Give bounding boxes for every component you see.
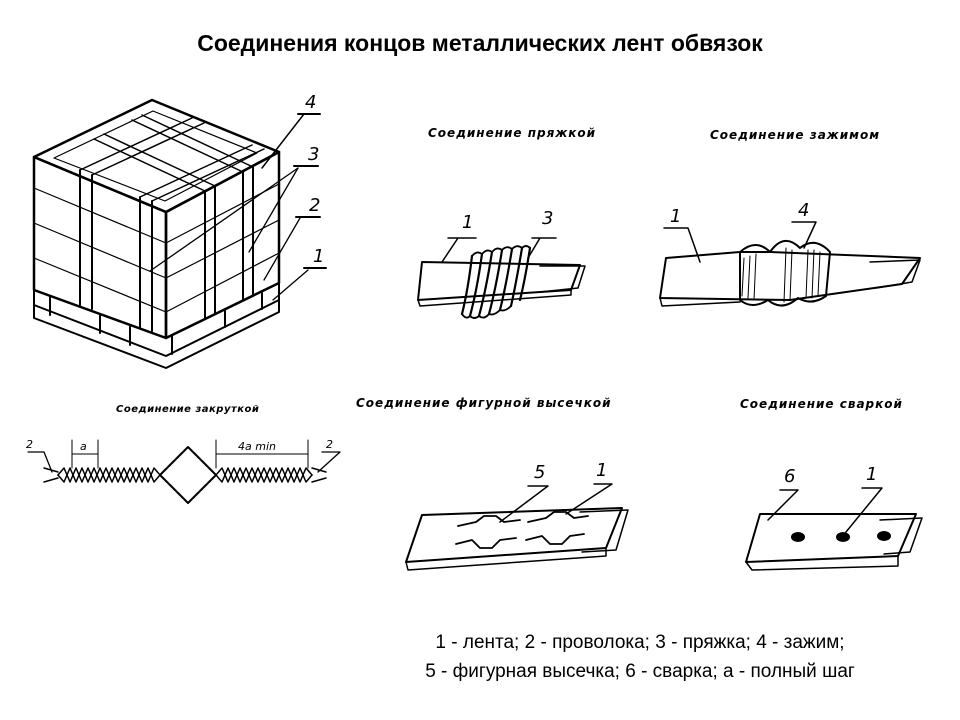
twist-label-a: а <box>80 440 87 453</box>
legend-line-2: 5 - фигурная высечка; 6 - сварка; а - по… <box>425 661 855 682</box>
caption-clamp: Соединение зажимом <box>710 128 881 142</box>
twist-label-2-left: 2 <box>26 438 33 451</box>
pallet-label-1: 1 <box>313 246 324 267</box>
clamp-label-1: 1 <box>670 206 681 227</box>
weld-label-1: 1 <box>866 464 877 485</box>
twist-label-4a-min: 4а min <box>238 440 276 453</box>
page-title: Соединения концов металлических лент обв… <box>197 30 763 56</box>
figured-cut-joint-drawing <box>405 483 629 571</box>
buckle-joint-drawing <box>417 237 586 319</box>
figured-label-1: 1 <box>596 460 607 481</box>
pallet-label-2: 2 <box>309 195 320 216</box>
weld-joint-drawing <box>745 487 923 571</box>
legend: 1 - лента; 2 - проволока; 3 - пряжка; 4 … <box>340 628 940 686</box>
twist-joint-drawing <box>27 439 341 504</box>
legend-line-1: 1 - лента; 2 - проволока; 3 - пряжка; 4 … <box>435 632 845 653</box>
clamp-joint-drawing <box>659 221 921 307</box>
buckle-label-1: 1 <box>462 212 473 233</box>
buckle-label-3: 3 <box>542 208 553 229</box>
clamp-label-4: 4 <box>798 200 809 221</box>
pallet-label-3: 3 <box>308 144 319 165</box>
caption-figured: Соединение фигурной высечкой <box>356 396 612 410</box>
caption-buckle: Соединение пряжкой <box>428 126 597 140</box>
caption-weld: Соединение сваркой <box>740 397 903 411</box>
pallet-label-4: 4 <box>305 92 316 113</box>
twist-label-2-right: 2 <box>326 438 333 451</box>
weld-label-6: 6 <box>784 466 795 487</box>
caption-twist: Соединение закруткой <box>116 404 260 415</box>
figured-label-5: 5 <box>534 462 545 483</box>
strapped-crate-drawing <box>32 98 327 369</box>
